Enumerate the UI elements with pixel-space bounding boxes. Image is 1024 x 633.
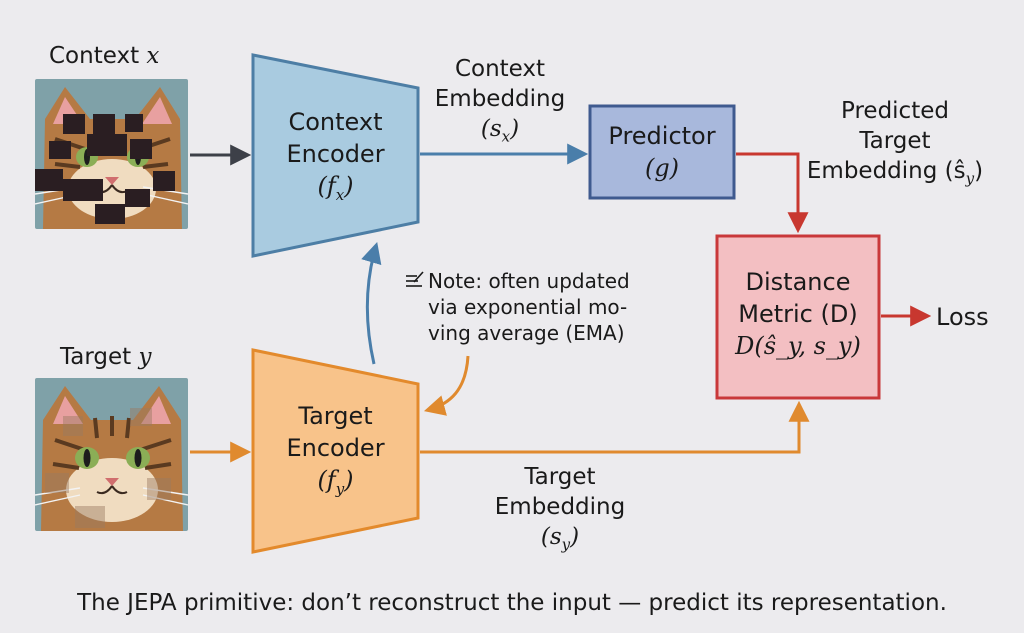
loss-label: Loss: [936, 303, 989, 331]
context-cat-illustration: [35, 79, 188, 229]
context-embedding-label: Context Embedding (sx): [434, 56, 566, 146]
note-to-target-encoder-arrow: [423, 355, 470, 416]
target-encoder-shape: [251, 348, 420, 554]
predicted-embedding-arrow: [736, 152, 809, 234]
context-input-label: Context x: [49, 43, 160, 69]
context-image: [35, 79, 188, 229]
target-cat-illustration: [35, 378, 188, 531]
caption: The JEPA primitive: don’t reconstruct th…: [77, 590, 947, 616]
target-embedding-arrow: [420, 400, 810, 454]
distance-metric-shape: [715, 234, 881, 400]
target-embedding-label: Target Embedding (sy): [494, 464, 626, 554]
note-icon: [406, 271, 424, 287]
predictor-shape: [588, 104, 736, 200]
context-encoder-label: Context Encoder (fx): [286, 108, 385, 204]
target-image: [35, 378, 188, 531]
predicted-target-embedding-label: Predicted Target Embedding (ŝy): [806, 98, 984, 188]
ema-note: Note: often updated via exponential mo- …: [428, 269, 630, 345]
target-input-label: Target y: [60, 344, 152, 370]
ema-update-arrow: [361, 241, 382, 365]
distance-metric-label: Distance Metric (D) D(ŝ_y, s_y): [735, 268, 861, 360]
predictor-label: Predictor (g): [608, 122, 716, 182]
context-encoder-shape: [251, 53, 420, 258]
target-encoder-label: Target Encoder (fy): [286, 402, 385, 498]
